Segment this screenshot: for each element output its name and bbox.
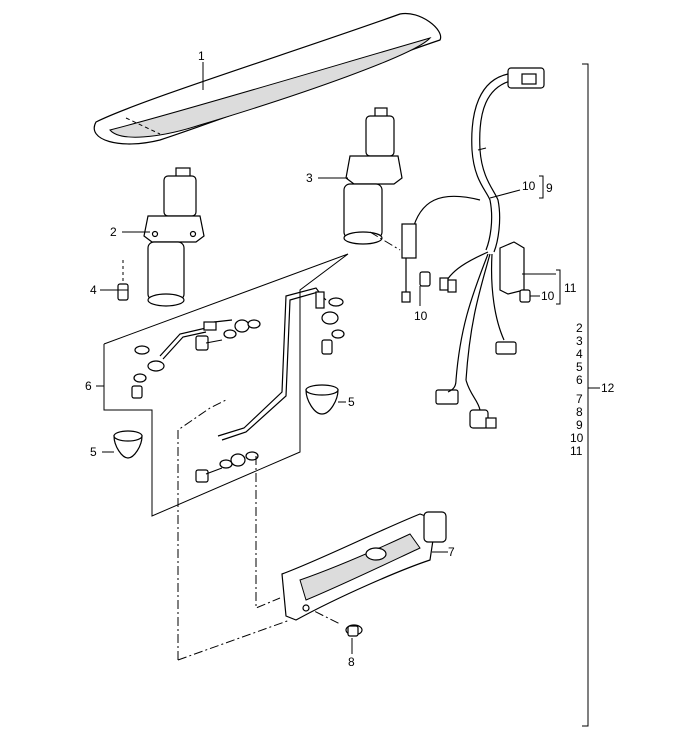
label-12: 12 bbox=[601, 381, 615, 395]
screw-10 bbox=[419, 271, 431, 287]
screw-8 bbox=[345, 624, 363, 637]
wiring-harness bbox=[401, 67, 545, 429]
kit-item: 7 bbox=[576, 392, 583, 406]
label-5-right: 5 bbox=[348, 395, 355, 409]
kit-item: 10 bbox=[570, 431, 584, 445]
module-11 bbox=[499, 241, 531, 303]
kit-item: 4 bbox=[576, 347, 583, 361]
kit-list: 2 3 4 5 6 7 8 9 10 11 bbox=[570, 321, 584, 458]
label-2: 2 bbox=[110, 225, 117, 239]
cap-5-left bbox=[113, 430, 143, 459]
bolt-4 bbox=[117, 260, 129, 301]
cap-5-right bbox=[305, 384, 339, 415]
label-4: 4 bbox=[90, 283, 97, 297]
hydraulic-lines-frame bbox=[103, 253, 349, 517]
label-10-lower: 10 bbox=[414, 309, 428, 323]
actuator-left bbox=[143, 167, 205, 307]
kit-item: 8 bbox=[576, 405, 583, 419]
label-11: 11 bbox=[564, 281, 577, 295]
kit-item: 11 bbox=[570, 444, 583, 458]
kit-item: 3 bbox=[576, 334, 583, 348]
kit-item: 6 bbox=[576, 373, 583, 387]
actuator-right bbox=[343, 107, 403, 245]
label-8: 8 bbox=[348, 655, 355, 669]
spoiler bbox=[93, 12, 442, 145]
label-10-right: 10 bbox=[541, 289, 555, 303]
control-unit-7 bbox=[281, 511, 447, 621]
label-9: 9 bbox=[546, 181, 553, 195]
kit-item: 9 bbox=[576, 418, 583, 432]
label-5-left: 5 bbox=[90, 445, 97, 459]
label-7: 7 bbox=[448, 545, 455, 559]
label-3: 3 bbox=[306, 171, 313, 185]
hydraulic-lines bbox=[131, 287, 345, 483]
label-6: 6 bbox=[85, 379, 92, 393]
label-10-upper: 10 bbox=[522, 179, 536, 193]
kit-item: 5 bbox=[576, 360, 583, 374]
label-1: 1 bbox=[198, 49, 205, 63]
kit-item: 2 bbox=[576, 321, 583, 335]
